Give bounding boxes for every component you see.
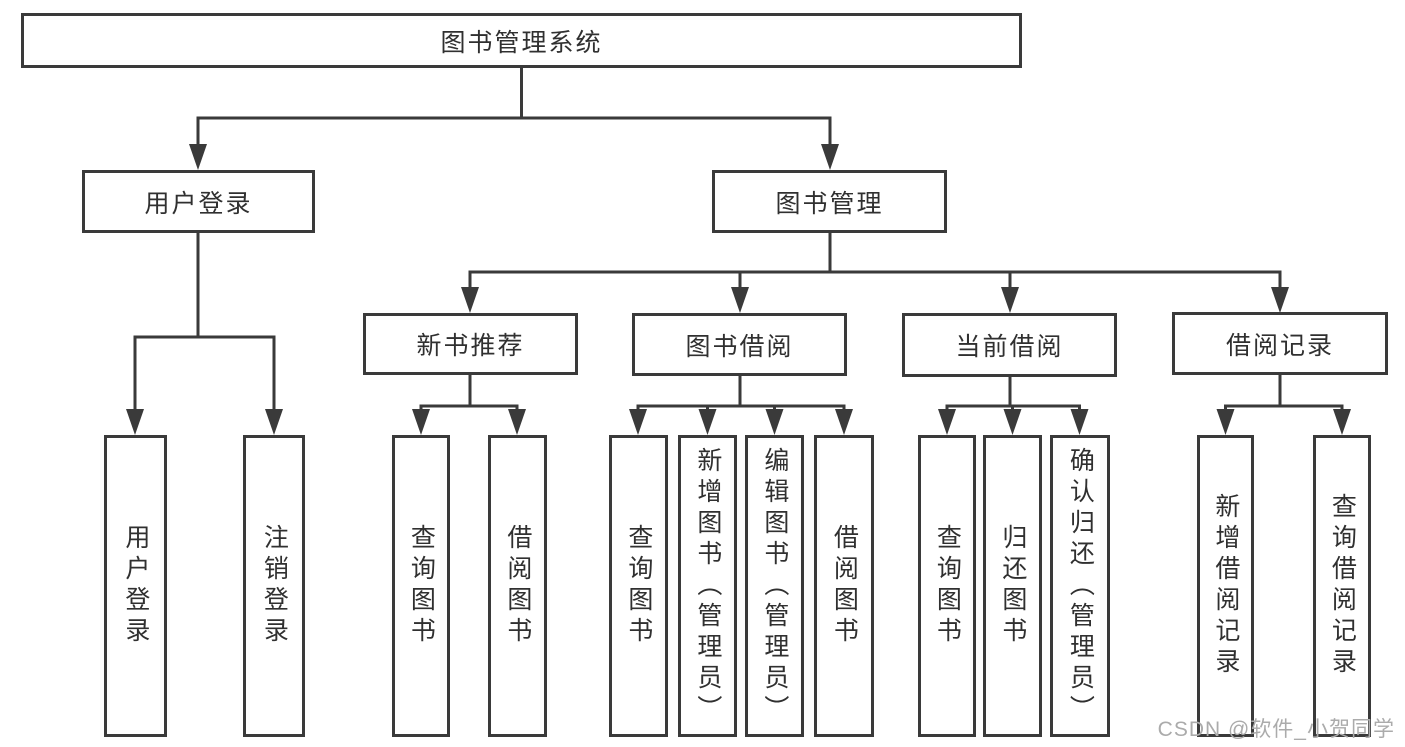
leaf-confirm-return-admin: 确认归还（管理员） — [1050, 435, 1110, 737]
leaf-add-borrow-record-label: 新增借阅记录 — [1211, 493, 1240, 679]
leaf-logout-label: 注销登录 — [260, 524, 289, 648]
leaf-borrow-books-newbook-label: 借阅图书 — [503, 524, 532, 648]
leaf-add-books-admin-label: 新增图书（管理员） — [693, 446, 722, 726]
node-book-borrow: 图书借阅 — [632, 313, 847, 376]
leaf-add-books-admin: 新增图书（管理员） — [678, 435, 737, 737]
leaf-query-books-current: 查询图书 — [918, 435, 976, 737]
node-new-book-recommend-label: 新书推荐 — [416, 332, 525, 360]
node-borrow-record: 借阅记录 — [1172, 312, 1388, 375]
node-borrow-record-label: 借阅记录 — [1225, 331, 1334, 360]
leaf-query-books-borrow-label: 查询图书 — [624, 524, 653, 648]
leaf-confirm-return-admin-label: 确认归还（管理员） — [1066, 446, 1095, 726]
node-book-management: 图书管理 — [712, 170, 947, 233]
leaf-query-borrow-record-label: 查询借阅记录 — [1328, 493, 1357, 679]
leaf-logout: 注销登录 — [243, 435, 305, 737]
node-user-login-label: 用户登录 — [144, 189, 253, 218]
node-book-management-label: 图书管理 — [775, 189, 884, 218]
node-user-login: 用户登录 — [82, 170, 315, 233]
node-current-borrow-label: 当前借阅 — [955, 333, 1064, 361]
leaf-user-login: 用户登录 — [104, 435, 167, 737]
node-book-borrow-label: 图书借阅 — [685, 332, 794, 361]
leaf-borrow-books-label: 借阅图书 — [830, 524, 859, 648]
leaf-borrow-books: 借阅图书 — [814, 435, 874, 737]
leaf-edit-books-admin: 编辑图书（管理员） — [745, 435, 804, 737]
leaf-add-borrow-record: 新增借阅记录 — [1197, 435, 1254, 737]
leaf-query-books-current-label: 查询图书 — [933, 524, 962, 648]
node-current-borrow: 当前借阅 — [902, 313, 1117, 377]
leaf-return-books: 归还图书 — [983, 435, 1042, 737]
leaf-query-books-newbook: 查询图书 — [392, 435, 450, 737]
leaf-query-books-newbook-label: 查询图书 — [407, 524, 436, 648]
leaf-query-books-borrow: 查询图书 — [609, 435, 668, 737]
leaf-user-login-label: 用户登录 — [121, 524, 150, 648]
leaf-return-books-label: 归还图书 — [998, 524, 1027, 648]
leaf-query-borrow-record: 查询借阅记录 — [1313, 435, 1371, 737]
node-new-book-recommend: 新书推荐 — [363, 313, 578, 375]
node-library-management-system-label: 图书管理系统 — [440, 28, 603, 57]
leaf-borrow-books-newbook: 借阅图书 — [488, 435, 547, 737]
leaf-edit-books-admin-label: 编辑图书（管理员） — [760, 446, 789, 726]
node-library-management-system: 图书管理系统 — [21, 13, 1022, 68]
csdn-watermark: CSDN @软件_小贺同学 — [1157, 718, 1395, 741]
